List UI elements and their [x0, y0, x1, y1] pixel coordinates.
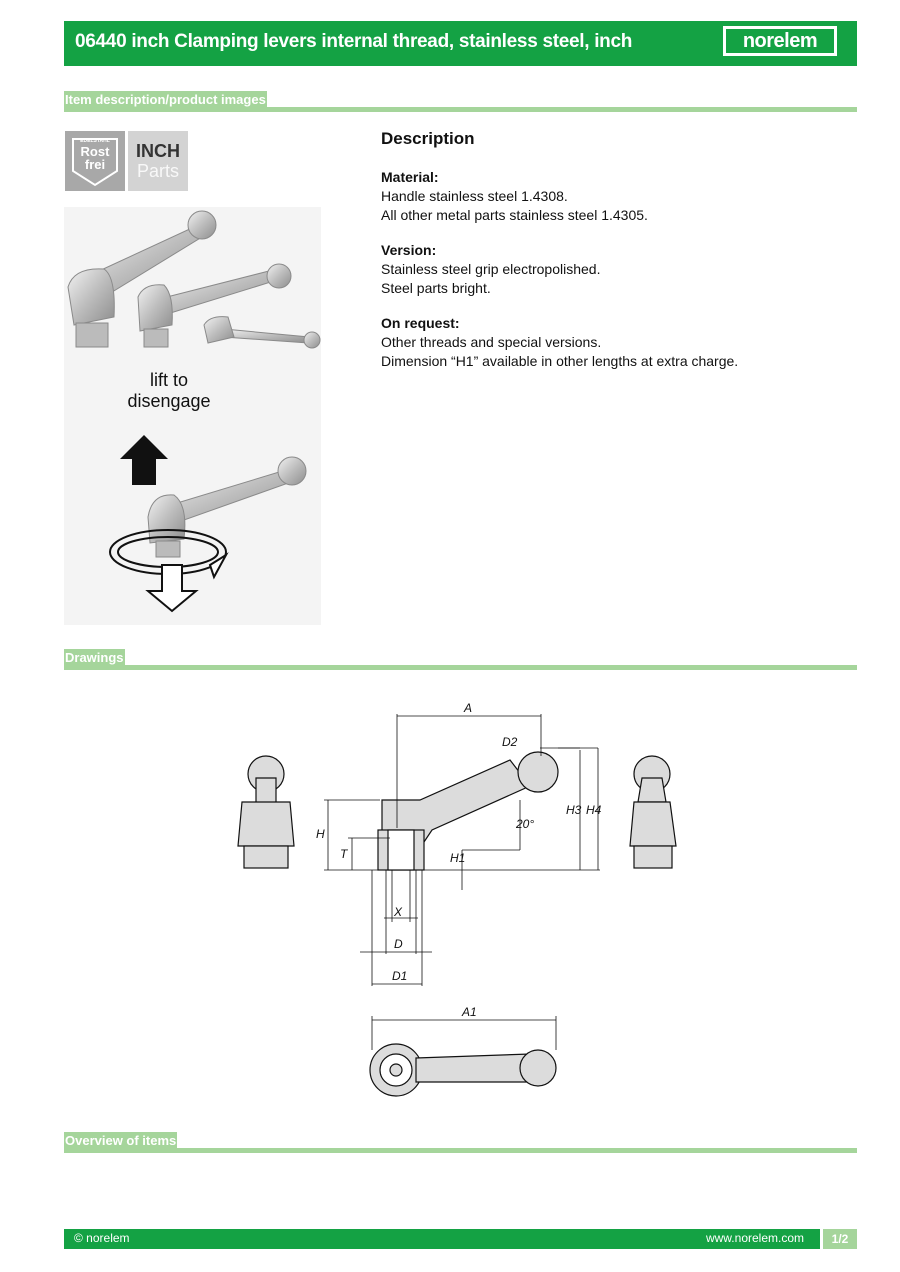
technical-drawing: A D2 H T H1 20° H3 H4 X D D1 A1	[237, 701, 677, 1097]
request-line: Dimension “H1” available in other length…	[381, 353, 739, 369]
section-title: Drawings	[64, 649, 125, 667]
version-line: Stainless steel grip electropolished.	[381, 261, 601, 277]
dim-label-angle: 20°	[515, 817, 534, 831]
material-line: Handle stainless steel 1.4308.	[381, 188, 568, 204]
parts-label: Parts	[136, 161, 179, 181]
description-panel: Description Material: Handle stainless s…	[381, 129, 851, 387]
lift-instruction: lift to disengage	[64, 370, 274, 412]
page-title: 06440 inch Clamping levers internal thre…	[75, 31, 633, 52]
request-line: Other threads and special versions.	[381, 334, 602, 350]
lift-line-1: lift to	[149, 370, 188, 390]
material-block: Material: Handle stainless steel 1.4308.…	[381, 168, 851, 225]
inch-label: INCH	[136, 141, 180, 161]
version-heading: Version:	[381, 242, 437, 258]
dim-label-H3: H3	[566, 803, 582, 817]
section-divider	[64, 107, 857, 112]
section-overview: Overview of items	[64, 1132, 857, 1154]
product-illustration	[67, 210, 321, 613]
rostfrei-label-2: frei	[84, 157, 106, 172]
rostfrei-small-label: EDELSTAHL	[80, 138, 110, 144]
lift-line-2: disengage	[127, 391, 211, 411]
rostfrei-badge: EDELSTAHL Rost frei	[65, 131, 125, 191]
request-block: On request: Other threads and special ve…	[381, 314, 851, 371]
dim-label-T: T	[340, 847, 349, 861]
section-title: Overview of items	[64, 1132, 178, 1150]
section-divider	[64, 1148, 857, 1153]
version-line: Steel parts bright.	[381, 280, 491, 296]
shield-icon	[72, 138, 118, 187]
page-number: 1/2	[820, 1229, 857, 1249]
description-title: Description	[381, 129, 475, 148]
dim-label-H4: H4	[586, 803, 602, 817]
section-divider	[64, 665, 857, 670]
norelem-logo: norelem	[723, 26, 837, 56]
product-photo: lift to disengage	[64, 207, 321, 625]
material-heading: Material:	[381, 169, 439, 185]
logo-text: norelem	[726, 29, 834, 53]
section-item-description: Item description/product images	[64, 91, 857, 113]
version-block: Version: Stainless steel grip electropol…	[381, 241, 851, 298]
page-footer: © norelem www.norelem.com 1/2	[64, 1229, 857, 1249]
request-heading: On request:	[381, 315, 460, 331]
dim-label-H1: H1	[450, 851, 465, 865]
section-drawings: Drawings	[64, 649, 857, 671]
website-link[interactable]: www.norelem.com	[705, 1231, 804, 1245]
page-header: 06440 inch Clamping levers internal thre…	[64, 21, 857, 66]
dim-label-X: X	[393, 905, 403, 919]
dim-label-D1: D1	[392, 969, 407, 983]
material-line: All other metal parts stainless steel 1.…	[381, 207, 648, 223]
dim-label-H: H	[316, 827, 325, 841]
copyright-text: © norelem	[74, 1231, 130, 1245]
dim-label-A1: A1	[461, 1005, 477, 1019]
dim-label-A: A	[463, 701, 472, 715]
rostfrei-label-1: Rost	[80, 144, 110, 159]
dim-label-D2: D2	[502, 735, 518, 749]
dim-label-D: D	[394, 937, 403, 951]
section-title: Item description/product images	[64, 91, 267, 109]
inch-parts-badge: INCH Parts	[128, 131, 188, 191]
